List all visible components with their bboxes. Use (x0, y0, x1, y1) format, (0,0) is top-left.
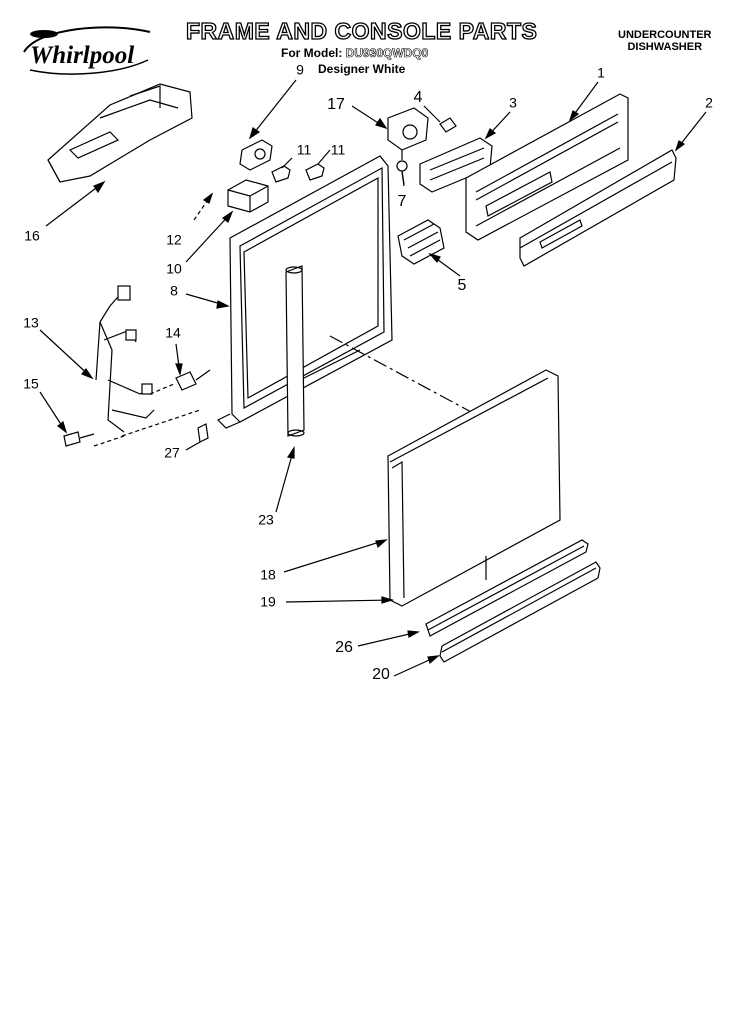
leader-9 (249, 79, 297, 139)
callout-18: 18 (260, 567, 276, 583)
dash-27 (121, 409, 201, 437)
leader-7 (401, 171, 405, 187)
callout-14: 14 (165, 325, 181, 341)
model-prefix: For Model: (281, 46, 343, 60)
leader-16 (45, 181, 105, 227)
callout-5: 5 (458, 277, 467, 294)
part-5-button-set (397, 219, 445, 265)
callout-9: 9 (296, 62, 304, 78)
callout-3: 3 (509, 95, 517, 111)
part-10-hinge-block (227, 179, 269, 213)
callout-27: 27 (164, 445, 180, 461)
leader-27 (185, 441, 201, 451)
callout-26: 26 (335, 639, 353, 656)
callout-17: 17 (327, 96, 345, 113)
callout-20: 20 (372, 666, 390, 683)
part-2-control-trim (519, 149, 677, 267)
callout-2: 2 (705, 95, 713, 111)
product-type: UNDERCOUNTER DISHWASHER (618, 29, 712, 53)
product-type-line2: DISHWASHER (627, 41, 703, 53)
callout-16: 16 (24, 228, 40, 244)
part-8-door-frame (216, 155, 393, 429)
dash-15 (93, 435, 125, 447)
leader-10 (185, 211, 233, 263)
callout-11a: 11 (297, 142, 312, 158)
finish-label: Designer White (318, 62, 406, 76)
callout-19: 19 (260, 594, 276, 610)
whirlpool-logo-icon (23, 26, 151, 75)
part-27-spacer (197, 423, 209, 443)
part-14-switch (175, 369, 211, 391)
callout-13: 13 (23, 315, 39, 331)
part-20-kick-trim (439, 561, 601, 663)
part-4-knob (439, 117, 457, 133)
part-3-switch-board (419, 137, 493, 193)
leader-4 (423, 105, 441, 123)
leader-11a (281, 157, 293, 169)
assembly-line-frame-panel (329, 335, 487, 421)
callout-4: 4 (414, 89, 423, 106)
part-26-bottom-trim (425, 539, 589, 637)
leader-12 (193, 193, 213, 221)
callout-15: 15 (23, 376, 39, 392)
leader-18 (283, 539, 387, 573)
product-type-line1: UNDERCOUNTER (618, 29, 712, 41)
part-9-bracket (239, 139, 273, 171)
part-15-screw (63, 431, 95, 447)
callout-8: 8 (170, 283, 178, 299)
callout-7: 7 (398, 193, 407, 210)
leader-11b (317, 149, 331, 165)
part-11-clip-a (271, 165, 291, 183)
callout-12: 12 (166, 232, 182, 248)
callout-1: 1 (597, 65, 605, 81)
leader-23 (275, 447, 295, 513)
part-16-vent-duct (47, 83, 193, 183)
part-17-timer (387, 107, 429, 160)
model-line: For Model: DU930QWDQ0 (281, 46, 429, 61)
page-title: FRAME AND CONSOLE PARTS (185, 17, 538, 44)
part-1-console-panel (465, 93, 629, 241)
callout-23: 23 (258, 512, 274, 528)
leader-13 (39, 329, 93, 379)
dash-14 (149, 383, 175, 395)
part-13-wire-harness (95, 285, 155, 433)
leader-19 (285, 599, 393, 603)
callout-10: 10 (166, 261, 182, 277)
brand-wordmark: Whirlpool (30, 42, 135, 69)
part-23-side-trim (285, 265, 305, 437)
callout-11b: 11 (331, 142, 346, 158)
part-11-clip-b (305, 163, 325, 181)
model-number: DU930QWDQ0 (345, 46, 429, 61)
